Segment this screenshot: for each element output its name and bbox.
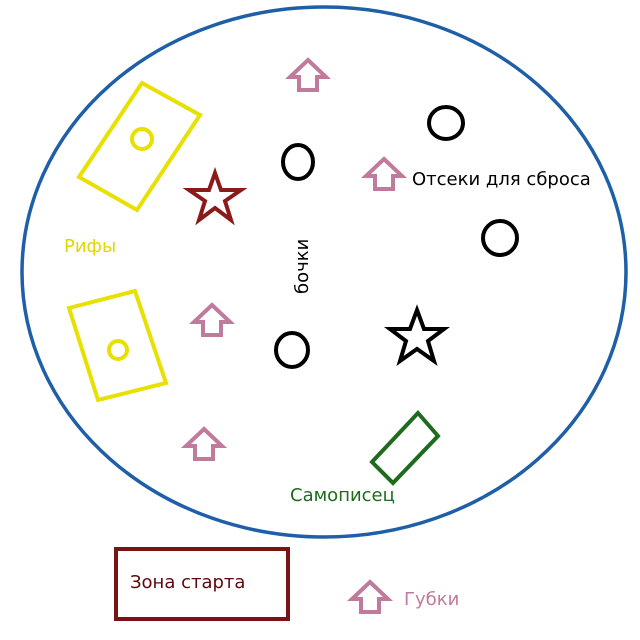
start-zone-box xyxy=(114,547,290,621)
field-boundary xyxy=(20,5,628,539)
star-red-icon xyxy=(182,166,248,226)
recorder-box xyxy=(369,410,441,486)
barrel-circle xyxy=(481,219,519,257)
recorder-label: Самописец xyxy=(290,485,395,506)
reef-top xyxy=(76,80,203,213)
sponge-legend-arrow-icon xyxy=(350,580,390,614)
reefs-label: Рифы xyxy=(64,236,116,257)
sponge-arrow-icon xyxy=(364,157,404,191)
start-zone-label: Зона старта xyxy=(130,572,245,593)
sponges-label: Губки xyxy=(404,589,459,610)
reef-bottom xyxy=(66,288,169,403)
star-black-icon xyxy=(384,304,450,366)
sponge-arrow-icon xyxy=(288,58,328,92)
sponge-arrow-icon xyxy=(192,303,232,337)
barrel-circle xyxy=(274,331,310,369)
barrels-label: бочки xyxy=(292,239,313,294)
sponge-arrow-icon xyxy=(184,427,224,461)
barrel-circle xyxy=(281,143,315,181)
barrel-circle xyxy=(427,105,465,141)
drop-zones-label: Отсеки для сброса xyxy=(412,169,591,190)
